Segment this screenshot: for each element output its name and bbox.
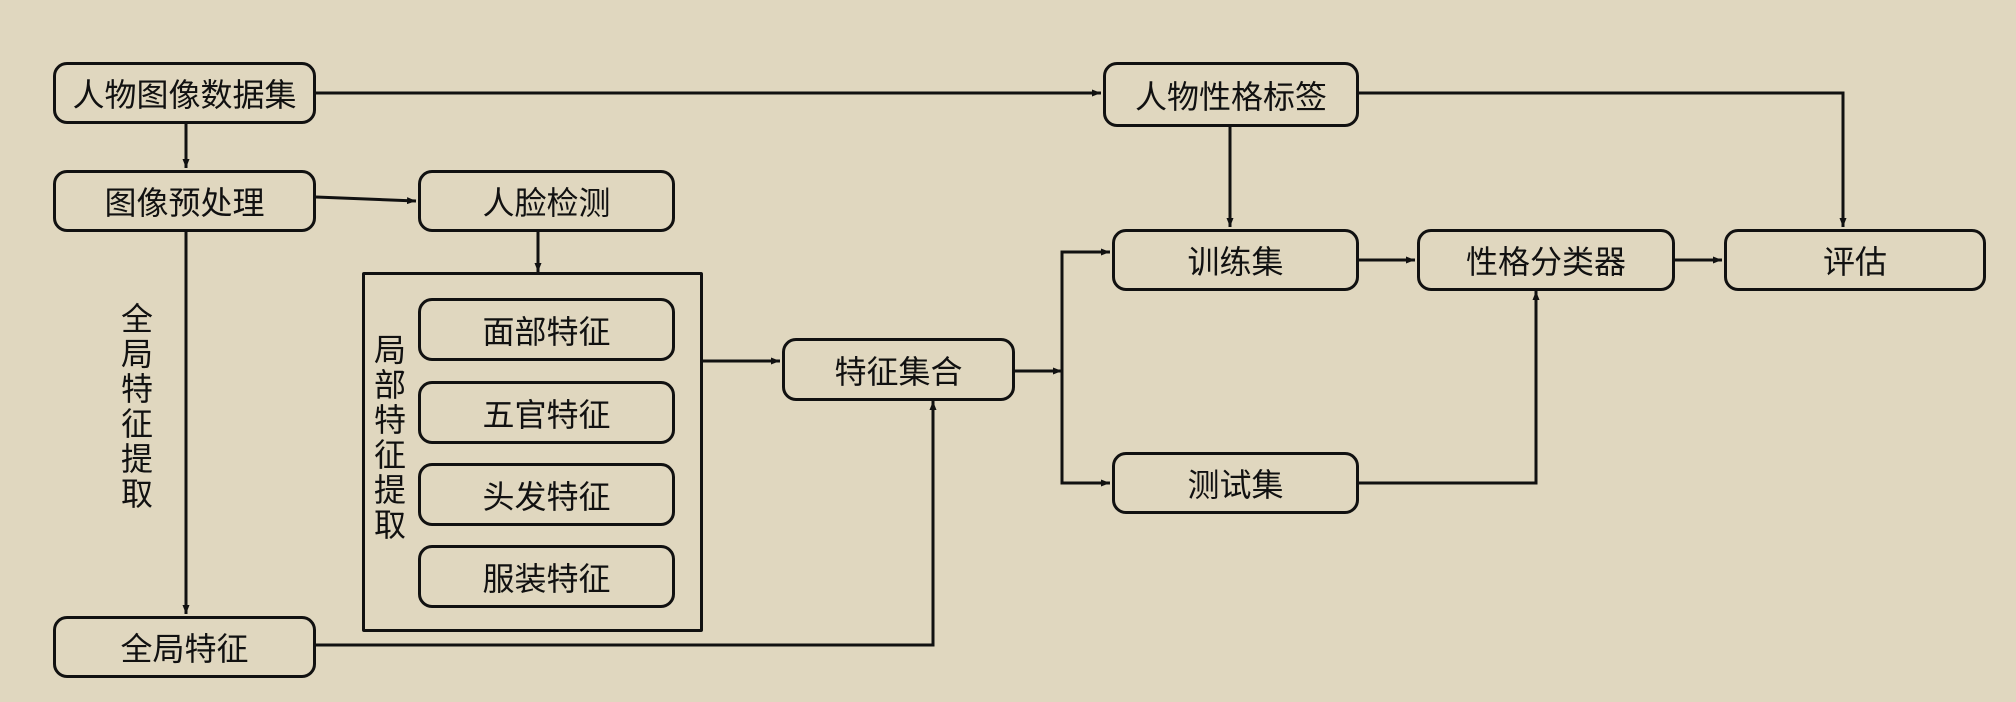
arrow-split-to-train (1060, 248, 1110, 371)
arrow-preprocess-to-face-detect (315, 195, 417, 205)
global-feature-node: 全局特征 (53, 616, 316, 678)
feature-set-node: 特征集合 (782, 338, 1015, 401)
arrow-global-to-feature-set (316, 401, 937, 647)
arrow-label-to-evaluation (1359, 91, 1847, 227)
face-feature-node: 面部特征 (418, 298, 675, 361)
test-set-node: 测试集 (1112, 452, 1359, 514)
clothing-feature-node: 服装特征 (418, 545, 675, 608)
local-feature-group (362, 272, 703, 632)
evaluation-node: 评估 (1724, 229, 1986, 291)
classifier-node: 性格分类器 (1417, 229, 1675, 291)
dataset-node: 人物图像数据集 (53, 62, 316, 124)
arrow-test-to-classifier (1359, 291, 1540, 485)
facial-features-node: 五官特征 (418, 381, 675, 444)
preprocess-node: 图像预处理 (53, 170, 316, 232)
global-extract-label: 全局特征提取 (120, 300, 153, 513)
local-extract-label: 局部特征提取 (373, 331, 406, 544)
face-detect-node: 人脸检测 (418, 170, 675, 232)
arrow-split-to-test (1060, 371, 1110, 487)
train-set-node: 训练集 (1112, 229, 1359, 291)
hair-feature-node: 头发特征 (418, 463, 675, 526)
personality-label-node: 人物性格标签 (1103, 62, 1359, 127)
